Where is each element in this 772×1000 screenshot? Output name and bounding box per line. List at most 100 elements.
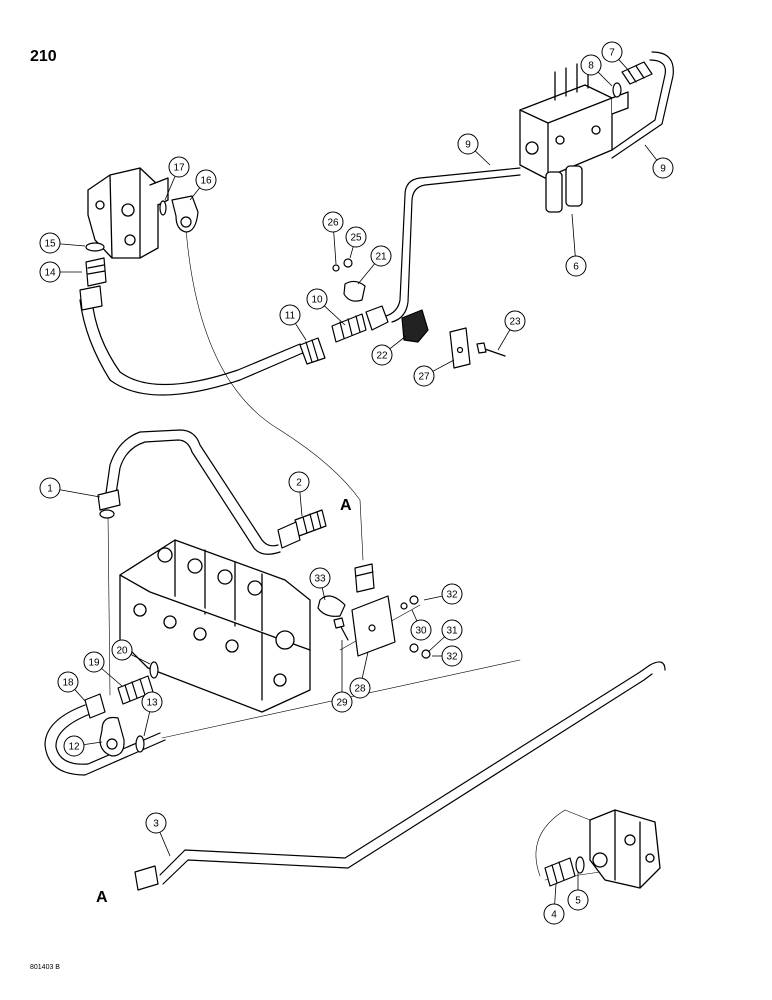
callout-leader [74, 689, 87, 703]
fitting-10 [331, 305, 389, 343]
nut-25 [343, 258, 353, 268]
callout-15: 15 [39, 232, 86, 254]
callout-number: 16 [200, 176, 212, 187]
callout-number: 1 [47, 484, 53, 495]
callout-circle [141, 691, 163, 713]
callout-number: 9 [660, 164, 666, 175]
callout-circle [39, 477, 61, 499]
page-number: 210 [30, 48, 57, 65]
washer-32-top [409, 595, 419, 605]
callout-9: 9 [457, 133, 491, 166]
callout-circle [601, 41, 623, 63]
upper-control-valve [519, 59, 629, 213]
callout-number: 29 [336, 698, 348, 709]
fitting-16 [171, 195, 199, 233]
callout-number: 6 [573, 262, 579, 273]
callout-leader [644, 144, 658, 161]
callout-28: 28 [349, 651, 371, 699]
fitting-17 [159, 200, 167, 216]
connection-label-a-upper: A [340, 497, 352, 514]
fitting-7 [621, 61, 653, 85]
callout-23: 23 [497, 310, 526, 351]
callout-circle [543, 903, 565, 925]
callout-10: 10 [306, 288, 346, 326]
callout-19: 19 [83, 651, 123, 687]
callout-14: 14 [39, 261, 82, 283]
callout-circle [306, 288, 328, 310]
callout-1: 1 [39, 477, 101, 499]
callout-number: 27 [418, 372, 430, 383]
plate-28 [351, 595, 396, 657]
fitting-13 [135, 735, 145, 753]
callout-leader [423, 595, 443, 601]
callout-31: 31 [427, 619, 463, 653]
main-control-valve [119, 539, 311, 713]
callout-circle [441, 583, 463, 605]
callout-number: 21 [375, 252, 387, 263]
callout-leader [83, 741, 103, 745]
fittings [79, 61, 653, 891]
callout-number: 23 [509, 317, 521, 328]
callout-number: 20 [116, 646, 128, 657]
callout-circle [57, 671, 79, 693]
washer-31 [409, 643, 419, 653]
fitting-14 [79, 257, 107, 311]
callout-circle [279, 304, 301, 326]
callout-number: 9 [465, 140, 471, 151]
callout-leader [59, 489, 101, 498]
callout-circle [410, 619, 432, 641]
callout-circle [580, 54, 602, 76]
callout-number: 3 [153, 819, 159, 830]
callout-9: 9 [644, 144, 674, 179]
callout-leader [361, 651, 369, 679]
callout-circle [413, 365, 435, 387]
fitting-5 [575, 856, 585, 874]
bolt-23 [476, 342, 506, 357]
callout-leader [321, 587, 326, 601]
callout-leader [295, 323, 307, 341]
callout-leader [159, 832, 171, 857]
clamp-parts [317, 258, 506, 659]
callout-4: 4 [543, 883, 565, 925]
callout-number: 11 [285, 311, 296, 322]
callout-leader [349, 246, 354, 259]
callout-26: 26 [322, 211, 344, 265]
callout-18: 18 [57, 671, 87, 703]
callout-circle [83, 651, 105, 673]
callout-33: 33 [309, 567, 331, 601]
bolt-29 [333, 617, 349, 641]
callout-circle [504, 310, 526, 332]
callout-circle [288, 471, 310, 493]
fitting-15 [85, 242, 105, 252]
callout-circle [371, 344, 393, 366]
fitting-1 [97, 489, 121, 519]
callout-leader [389, 335, 407, 350]
fitting-4 [544, 857, 576, 887]
fitting-center [354, 563, 375, 593]
callout-32: 32 [423, 583, 463, 605]
fitting-11 [299, 337, 326, 365]
fitting-18 [84, 693, 106, 719]
callout-21: 21 [357, 245, 392, 285]
callout-leader [101, 668, 123, 687]
upper-valve-body [87, 167, 169, 259]
callout-11: 11 [279, 304, 307, 341]
callout-circle [145, 812, 167, 834]
callout-circle [39, 232, 61, 254]
callout-25: 25 [345, 226, 367, 259]
callout-27: 27 [413, 359, 455, 387]
callout-12: 12 [63, 735, 103, 757]
callout-leader [189, 187, 201, 201]
callout-leader [474, 150, 491, 166]
callout-number: 17 [173, 163, 185, 174]
callout-8: 8 [580, 54, 613, 87]
callout-5: 5 [567, 872, 589, 911]
fitting-8 [612, 82, 622, 98]
callout-3: 3 [145, 812, 171, 857]
callout-number: 4 [551, 910, 557, 921]
callout-circle [370, 245, 392, 267]
callout-circle [345, 226, 367, 248]
callout-number: 33 [314, 574, 326, 585]
callout-20: 20 [111, 639, 151, 665]
fitting-2 [277, 509, 327, 549]
